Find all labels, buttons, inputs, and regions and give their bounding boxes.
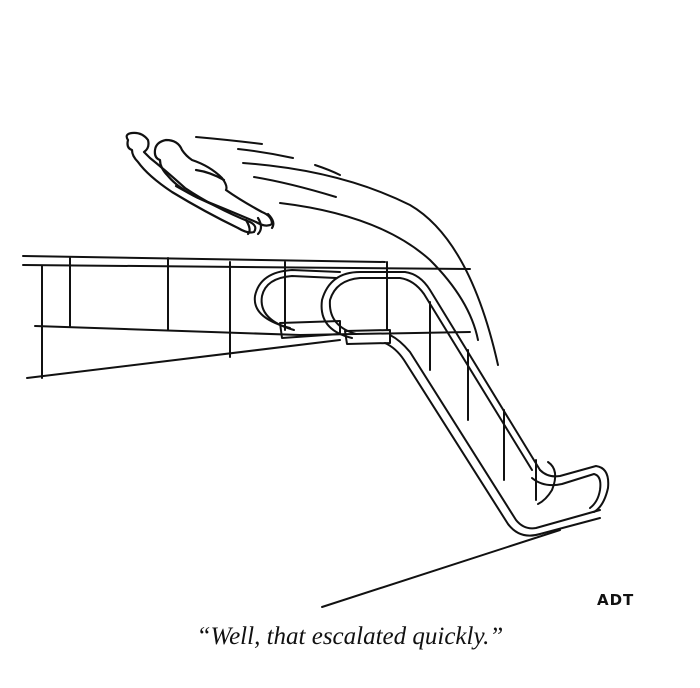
motion-lines xyxy=(195,136,499,366)
mezzanine-railing xyxy=(22,255,471,379)
flying-figures xyxy=(125,131,275,236)
artist-signature: ADT xyxy=(597,591,635,609)
escalator xyxy=(253,269,610,608)
cartoon-caption: “Well, that escalated quickly.” xyxy=(196,623,504,650)
